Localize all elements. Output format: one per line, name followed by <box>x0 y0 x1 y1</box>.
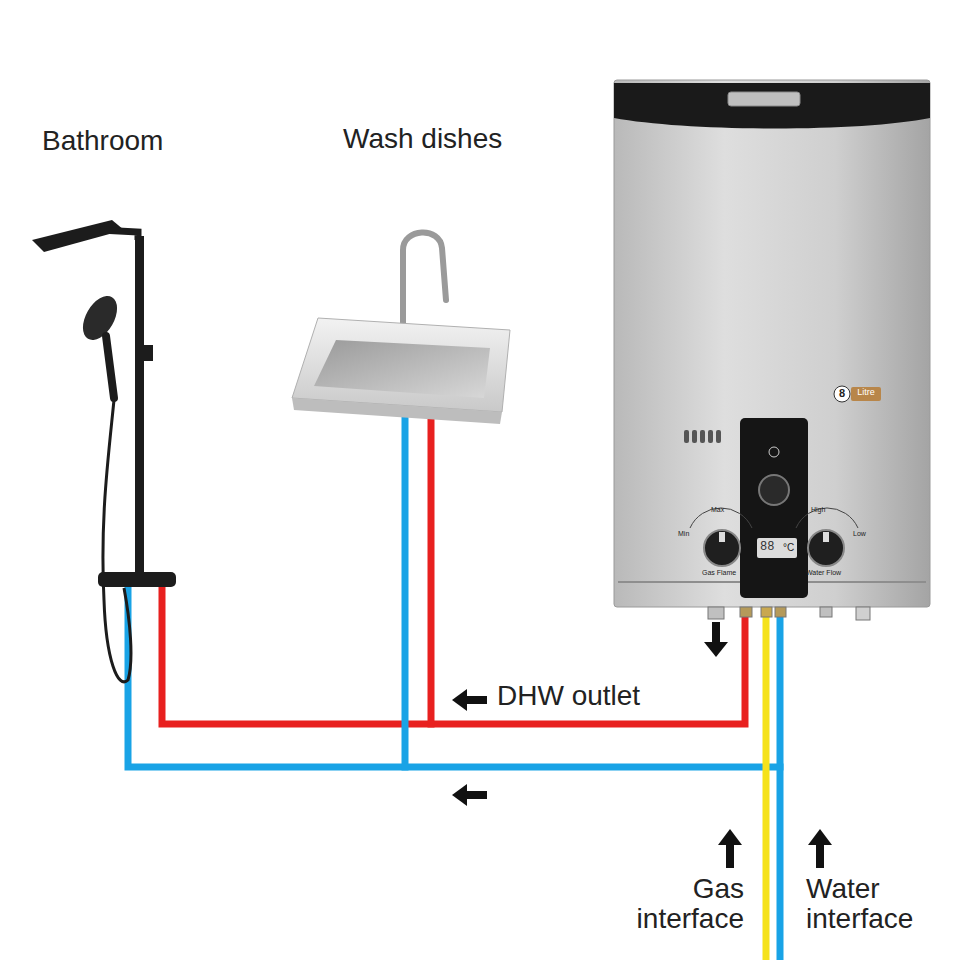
sink-basin <box>314 340 490 398</box>
shower-holder <box>143 345 153 361</box>
pipe-label: DHW outlet <box>497 681 640 712</box>
flow-arrows-part <box>452 784 467 806</box>
flow-arrows-part <box>452 689 467 711</box>
bottom-fittings-part <box>856 607 870 620</box>
shower-illustration <box>32 220 176 682</box>
hot-pipe <box>428 418 435 724</box>
gas-pipe <box>763 615 770 960</box>
flow-arrows-part <box>466 696 487 704</box>
bottom-fittings-part <box>708 607 724 619</box>
dial-arc <box>796 508 858 528</box>
vent-slots-part <box>700 430 705 443</box>
sink-rim <box>292 318 510 412</box>
display-unit: °C <box>783 542 794 553</box>
shower-mixer <box>98 572 176 587</box>
shower-hose <box>103 400 131 682</box>
capacity-unit: Litre <box>851 388 881 398</box>
dial-label: Low <box>853 530 866 538</box>
section-title: Wash dishes <box>343 124 502 155</box>
hand-shower-head <box>76 290 124 346</box>
supply-label: Water interface <box>806 874 954 934</box>
knob-grip <box>823 532 829 542</box>
badge-circle <box>834 386 850 402</box>
bottom-fittings-part <box>740 607 752 617</box>
gas-knob <box>704 530 740 566</box>
dial-label: Min <box>678 530 689 538</box>
flue-chimney <box>728 92 800 106</box>
vent-slots <box>684 430 721 443</box>
flow-arrows-part <box>816 844 824 868</box>
flow-arrows-part <box>712 622 720 642</box>
heater-top-band <box>614 83 930 129</box>
faucet <box>403 232 446 334</box>
dial-label: High <box>811 506 825 514</box>
bottom-fittings-part <box>761 607 772 617</box>
cold-pipe <box>128 588 780 767</box>
vent-slots-part <box>692 430 697 443</box>
timer-knob <box>759 475 789 505</box>
sink-front <box>292 398 502 424</box>
flow-arrows-part <box>466 791 487 799</box>
flow-arrows <box>452 622 832 868</box>
dial-label: Gas Flame <box>702 569 736 577</box>
bottom-fittings <box>708 607 870 620</box>
knob-grip <box>719 532 725 542</box>
flow-arrows-part <box>808 829 832 845</box>
flow-arrows-part <box>718 829 742 845</box>
hand-shower-handle <box>106 336 114 398</box>
cold-pipe <box>402 418 409 767</box>
dial-label: Water Flow <box>806 569 841 577</box>
flow-arrows-part <box>726 844 734 868</box>
shower-arm <box>100 230 138 240</box>
capacity-number: 8 <box>835 387 849 399</box>
bottom-fittings-part <box>820 607 832 617</box>
supply-label: Gas interface <box>614 874 744 934</box>
shower-pole <box>135 236 144 576</box>
display-digits: 88 <box>760 541 774 554</box>
sink-illustration <box>292 232 510 424</box>
heater-body <box>614 80 930 607</box>
hot-pipe <box>162 588 745 724</box>
timer-icon <box>769 447 779 457</box>
flow-arrows-part <box>704 642 728 657</box>
vent-slots-part <box>684 430 689 443</box>
vent-slots-part <box>708 430 713 443</box>
water-heater <box>614 80 930 620</box>
temperature-display <box>757 538 797 558</box>
cold-pipe <box>777 615 784 960</box>
dial-label: Max <box>711 506 724 514</box>
control-panel <box>740 418 808 598</box>
water-knob <box>808 530 844 566</box>
shower-head <box>32 220 124 252</box>
badge-plate <box>851 387 881 401</box>
bottom-fittings-part <box>775 607 786 617</box>
section-title: Bathroom <box>42 126 163 157</box>
vent-slots-part <box>716 430 721 443</box>
